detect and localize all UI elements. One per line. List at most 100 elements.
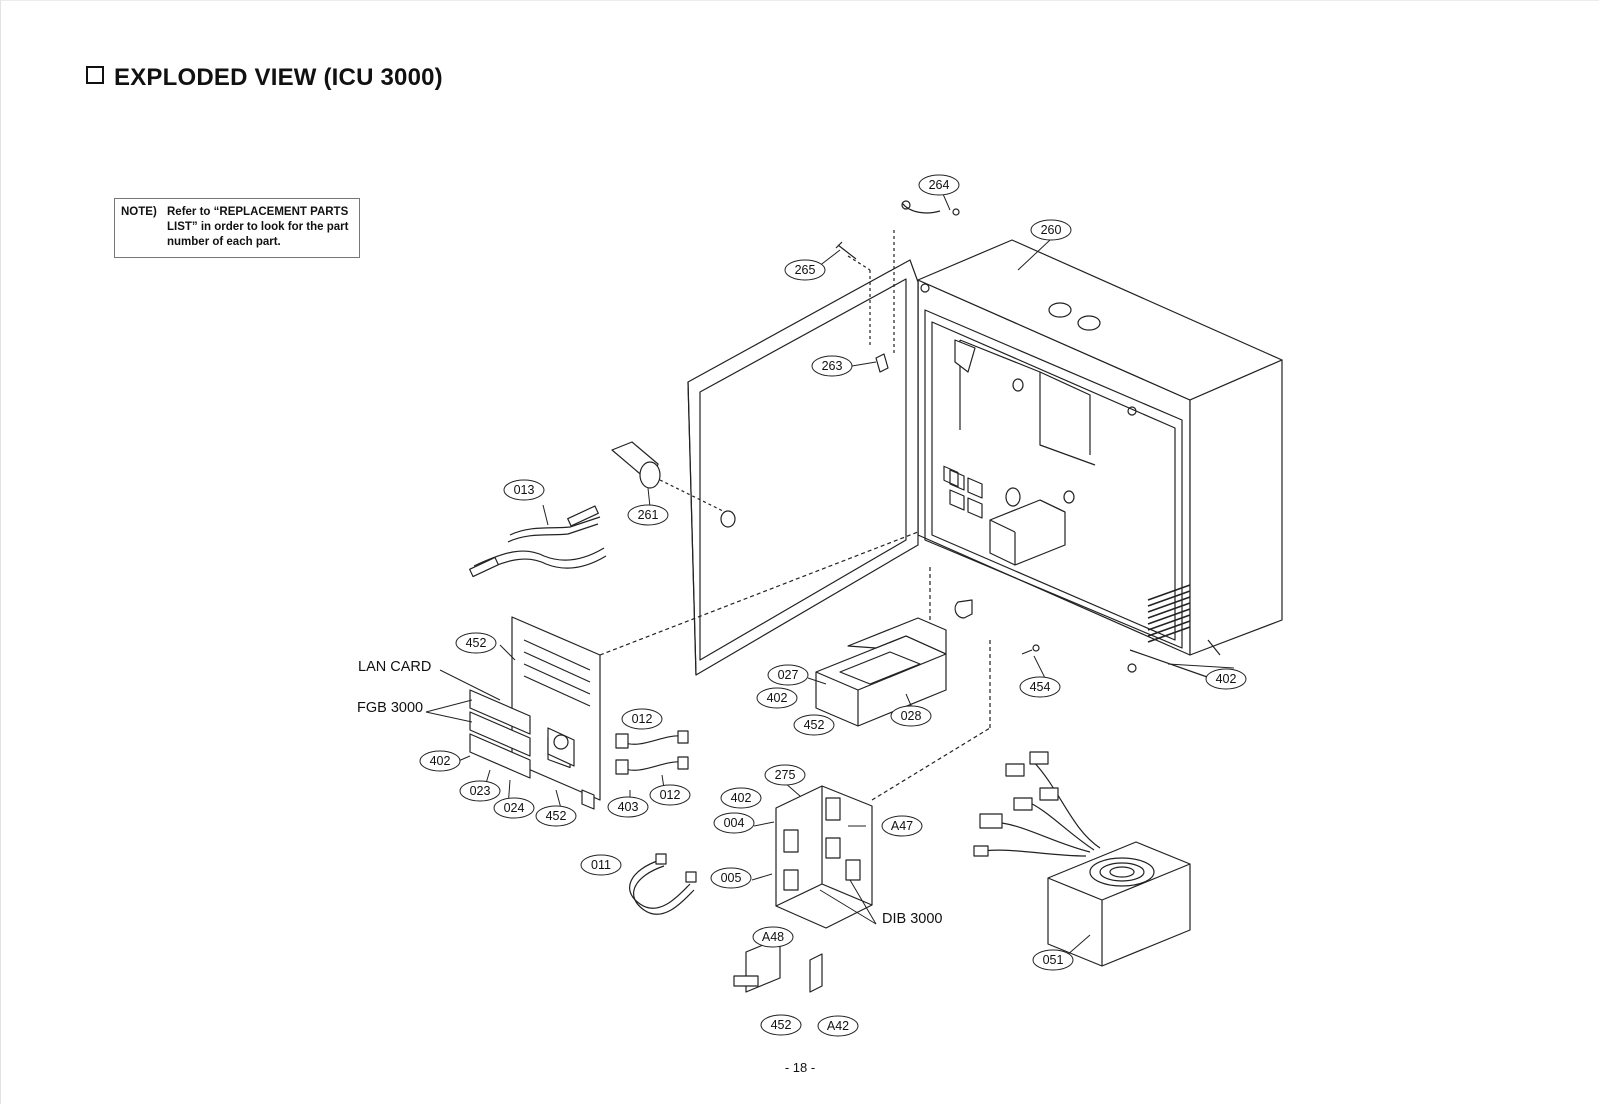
callout-452: 452 — [455, 632, 497, 654]
callout-ellipse — [649, 784, 691, 806]
part-012-cables — [615, 730, 689, 775]
callout-label: 012 — [632, 712, 653, 726]
callout-ellipse — [493, 797, 535, 819]
callout-label: 454 — [1030, 680, 1051, 694]
callout-label: 012 — [660, 788, 681, 802]
callout-023: 023 — [459, 780, 501, 802]
callout-263: 263 — [811, 355, 853, 377]
callout-label: 027 — [778, 668, 799, 682]
callout-402: 402 — [1205, 668, 1247, 690]
callout-402: 402 — [419, 750, 461, 772]
part-261-lock — [611, 441, 726, 513]
part-051-power-supply — [973, 751, 1191, 967]
callout-label: 013 — [514, 483, 535, 497]
callout-ellipse — [710, 867, 752, 889]
callout-label: 403 — [618, 800, 639, 814]
part-264-wire — [901, 202, 941, 214]
callout-452: 452 — [793, 714, 835, 736]
callout-label: 402 — [1216, 672, 1237, 686]
part-265-screw — [835, 241, 857, 260]
callout-ellipse — [621, 708, 663, 730]
callout-ellipse — [784, 259, 826, 281]
note-tag: NOTE) — [121, 206, 157, 218]
callout-028: 028 — [890, 705, 932, 727]
callout-403: 403 — [607, 796, 649, 818]
callout-label: 452 — [466, 636, 487, 650]
callout-ellipse — [459, 780, 501, 802]
callout-label: 265 — [795, 263, 816, 277]
callout-label: 005 — [721, 871, 742, 885]
callout-label: 024 — [504, 801, 525, 815]
callout-452: 452 — [535, 805, 577, 827]
callout-ellipse — [817, 1015, 859, 1037]
callout-ellipse — [881, 815, 923, 837]
note-text: Refer to “REPLACEMENT PARTS LIST” in ord… — [167, 206, 349, 248]
callout-a42: A42 — [817, 1015, 859, 1037]
callout-ellipse — [1032, 949, 1074, 971]
callout-layer: 264 260 265 263 013 261 452 027 402 028 452 454 402 0… — [419, 174, 1247, 1037]
callout-027: 027 — [767, 664, 809, 686]
callout-ellipse — [760, 1014, 802, 1036]
callout-ellipse — [580, 854, 622, 876]
part-013-ribbon-cable — [469, 505, 607, 578]
mainboard-assembly — [469, 616, 601, 810]
callout-ellipse — [713, 812, 755, 834]
callout-ellipse — [756, 687, 798, 709]
callout-label: 452 — [804, 718, 825, 732]
callout-label: 402 — [430, 754, 451, 768]
callout-275: 275 — [764, 764, 806, 786]
callout-ellipse — [419, 750, 461, 772]
callout-label: 011 — [591, 858, 611, 872]
checkbox-bullet-icon — [86, 66, 104, 84]
callout-452: 452 — [760, 1014, 802, 1036]
callout-402: 402 — [756, 687, 798, 709]
callout-label: 260 — [1041, 223, 1062, 237]
callout-label: 452 — [771, 1018, 792, 1032]
callout-011: 011 — [580, 854, 622, 876]
callout-012: 012 — [649, 784, 691, 806]
part-011-cable — [629, 859, 691, 909]
callout-ellipse — [890, 705, 932, 727]
callout-label: 261 — [638, 508, 659, 522]
callout-ellipse — [455, 632, 497, 654]
callout-label: 275 — [775, 768, 796, 782]
callout-label: 051 — [1043, 953, 1064, 967]
page-title: EXPLODED VIEW (ICU 3000) — [86, 64, 443, 92]
lan-card-label: LAN CARD — [358, 659, 431, 675]
callout-label: 004 — [724, 816, 745, 830]
callout-label: 452 — [546, 809, 567, 823]
callout-260: 260 — [1030, 219, 1072, 241]
callout-ellipse — [627, 504, 669, 526]
callout-label: 028 — [901, 709, 922, 723]
callout-024: 024 — [493, 797, 535, 819]
callout-label: 402 — [731, 791, 752, 805]
callout-454: 454 — [1019, 676, 1061, 698]
page-title-text: EXPLODED VIEW (ICU 3000) — [114, 64, 443, 91]
callout-a48: A48 — [752, 926, 794, 948]
callout-051: 051 — [1032, 949, 1074, 971]
callout-label: 264 — [929, 178, 950, 192]
callout-ellipse — [1030, 219, 1072, 241]
callout-004: 004 — [713, 812, 755, 834]
callout-402: 402 — [720, 787, 762, 809]
callout-265: 265 — [784, 259, 826, 281]
note-box: NOTE) Refer to “REPLACEMENT PARTS LIST” … — [114, 198, 360, 258]
callout-a47: A47 — [881, 815, 923, 837]
callout-ellipse — [764, 764, 806, 786]
callout-label: A48 — [762, 930, 784, 944]
callout-ellipse — [607, 796, 649, 818]
part-a42-board — [809, 953, 823, 993]
dib-3000-label: DIB 3000 — [882, 911, 942, 927]
fgb-3000-label: FGB 3000 — [357, 700, 423, 716]
callout-013: 013 — [503, 479, 545, 501]
callout-ellipse — [918, 174, 960, 196]
callout-ellipse — [503, 479, 545, 501]
callout-ellipse — [793, 714, 835, 736]
callout-ellipse — [720, 787, 762, 809]
callout-label: 263 — [822, 359, 843, 373]
cabinet-door — [687, 259, 919, 676]
callout-261: 261 — [627, 504, 669, 526]
callout-ellipse — [752, 926, 794, 948]
